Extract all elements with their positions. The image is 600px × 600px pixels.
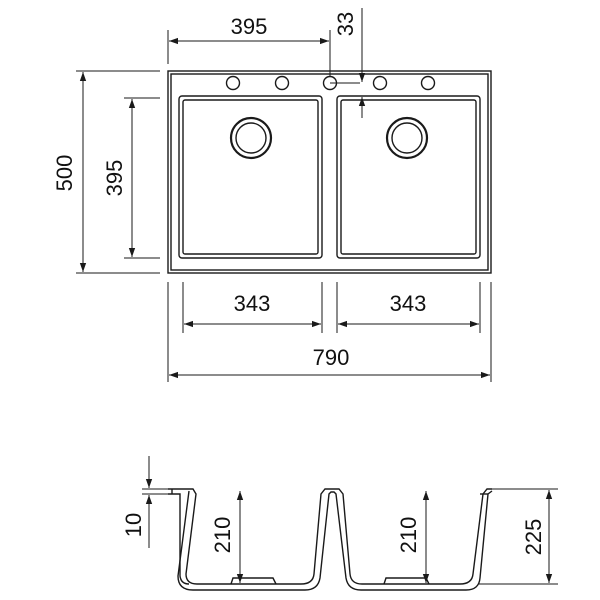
sink-outline (167, 70, 492, 274)
dim-right-bowl-width: 343 (336, 282, 481, 333)
dim-overall-width: 790 (167, 282, 492, 382)
sink-cross-section (168, 488, 492, 585)
right-bowl (336, 95, 481, 259)
dim-total-height-label: 225 (521, 519, 546, 556)
dim-tap-hole-offset: 33 (330, 8, 372, 118)
dim-overall-depth-label: 500 (52, 155, 77, 192)
dim-half-width-label: 395 (231, 14, 268, 39)
dim-rim-thickness: 10 (121, 456, 170, 548)
tap-holes (225, 75, 436, 91)
right-drain-icon (385, 116, 429, 160)
dim-left-bowl-width: 343 (182, 282, 323, 333)
dim-overall-depth: 500 (52, 70, 160, 274)
dim-tap-hole-offset-label: 33 (333, 12, 358, 36)
dim-rim-thickness-label: 10 (121, 513, 146, 537)
section-view: 10 210 210 225 (121, 456, 558, 591)
dim-bowl-depth: 395 (102, 97, 160, 259)
left-drain-icon (229, 116, 273, 160)
dim-right-bowl-width-label: 343 (390, 291, 427, 316)
dim-total-height: 225 (478, 488, 558, 585)
dim-half-width: 395 (167, 14, 331, 76)
dim-right-section-depth: 210 (396, 491, 430, 583)
dim-bowl-depth-label: 395 (102, 160, 127, 197)
dim-left-section-depth-label: 210 (210, 517, 235, 554)
dim-right-section-depth-label: 210 (396, 517, 421, 554)
dim-overall-width-label: 790 (313, 345, 350, 370)
dim-left-section-depth: 210 (210, 491, 244, 583)
top-view: 395 33 500 395 343 (52, 8, 492, 382)
left-bowl (178, 95, 323, 259)
dim-left-bowl-width-label: 343 (234, 291, 271, 316)
